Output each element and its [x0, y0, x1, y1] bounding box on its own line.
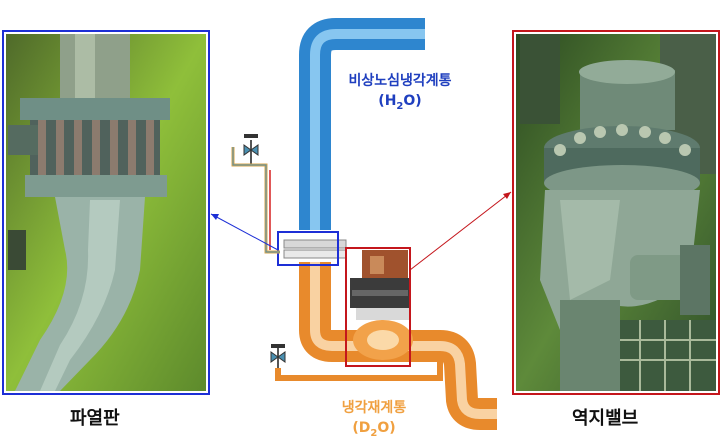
rupture-disk-photo [6, 34, 206, 391]
rupture-disk-flange [283, 239, 347, 259]
check-valve-marker [345, 247, 411, 367]
eccs-system-name: 비상노심냉각계통 [348, 73, 452, 89]
rupture-disk-marker [277, 231, 339, 266]
vent-valve-lower [270, 344, 443, 381]
check-valve-frame [512, 30, 720, 395]
pht-system-name: 냉각재계통 [341, 400, 407, 416]
pht-fluid: (D2O) [352, 420, 396, 439]
vent-valve-upper [231, 134, 280, 254]
eccs-system-label: 비상노심냉각계통 (H2O) [330, 71, 470, 117]
check-valve-symbol [350, 250, 413, 360]
blue-callout-arrow [210, 213, 279, 251]
check-valve-caption: 역지밸브 [572, 408, 639, 429]
eccs-fluid: (H2O) [378, 93, 422, 112]
rupture-disk-frame [2, 30, 210, 395]
eccs-pipe [299, 17, 425, 230]
red-callout-arrow [409, 191, 512, 271]
rupture-disk-caption: 파열판 [70, 408, 120, 429]
pht-system-label: 냉각재계통 (D2O) [314, 398, 434, 444]
check-valve-photo [516, 34, 716, 391]
pht-pipe [299, 262, 497, 430]
